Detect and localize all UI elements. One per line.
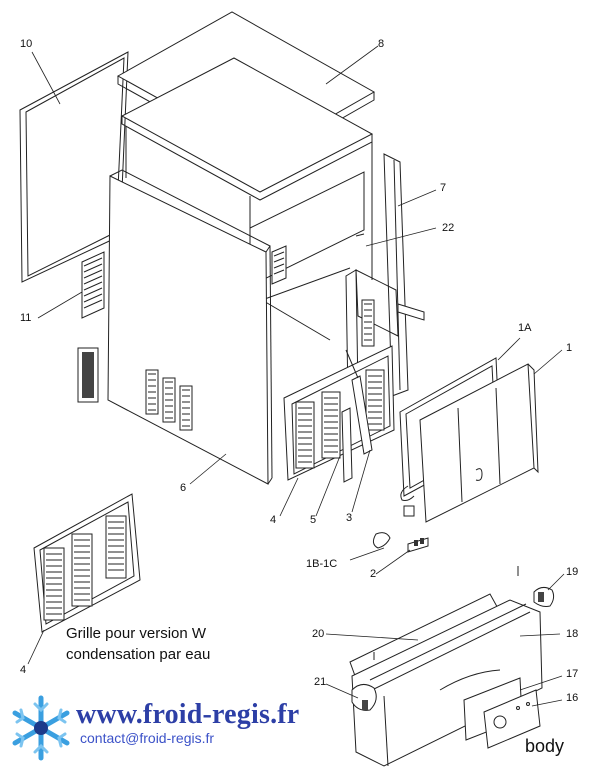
label-part-1: 1 <box>566 342 573 354</box>
caption-line-2: condensation par eau <box>66 646 211 663</box>
label-part-5: 5 <box>310 514 317 526</box>
label-part-3: 3 <box>346 512 353 524</box>
part-1-door <box>419 363 539 523</box>
cabinet-frame <box>125 126 373 341</box>
label-part-22: 22 <box>442 222 455 234</box>
label-part-1b-1c: 1B-1C <box>306 558 338 570</box>
part-4-water-grille <box>33 493 141 633</box>
part-5-rail <box>341 407 353 483</box>
part-3-rail <box>345 349 373 455</box>
part-1b-1c-hinges <box>372 485 415 549</box>
part-21-end-cap <box>351 684 377 711</box>
section-label: body <box>525 736 565 756</box>
part-4-front-grille <box>283 345 395 481</box>
grille-caption: Grille pour version W condensation par e… <box>66 623 210 665</box>
part-22-inner-cover <box>355 233 365 237</box>
leader-lines <box>27 45 565 707</box>
label-part-7: 7 <box>440 182 447 194</box>
label-part-6: 6 <box>180 482 187 494</box>
left-side-vent-block <box>77 347 99 403</box>
part-7-corner-post <box>383 153 409 397</box>
inner-top-plate <box>120 57 374 201</box>
label-part-18: 18 <box>566 628 579 640</box>
label-part-19: 19 <box>566 566 579 578</box>
part-6-side-panel <box>107 169 273 485</box>
lower-door-assembly <box>349 566 555 767</box>
contact-email-link[interactable]: contact@froid-regis.fr <box>80 730 215 746</box>
label-part-11: 11 <box>20 312 32 324</box>
part-19-end-cap <box>533 586 555 607</box>
caption-line-1: Grille pour version W <box>66 625 207 642</box>
bin-frame <box>345 269 425 399</box>
label-part-20: 20 <box>312 628 325 640</box>
label-part-1a: 1A <box>518 322 532 334</box>
part-2-bracket <box>407 537 429 553</box>
label-part-17: 17 <box>566 668 579 680</box>
label-part-16: 16 <box>566 692 579 704</box>
label-part-2: 2 <box>370 568 377 580</box>
label-part-21: 21 <box>314 676 327 688</box>
label-part-4-lower: 4 <box>20 664 27 676</box>
label-part-8: 8 <box>378 38 385 50</box>
label-part-4-upper: 4 <box>270 514 277 526</box>
side-panel-louvres <box>145 369 193 431</box>
label-part-10: 10 <box>20 38 33 50</box>
part-11-side-vent <box>81 251 105 319</box>
part-16-plate <box>483 689 541 749</box>
snowflake-logo-icon <box>12 695 70 761</box>
website-link[interactable]: www.froid-regis.fr <box>76 699 300 730</box>
